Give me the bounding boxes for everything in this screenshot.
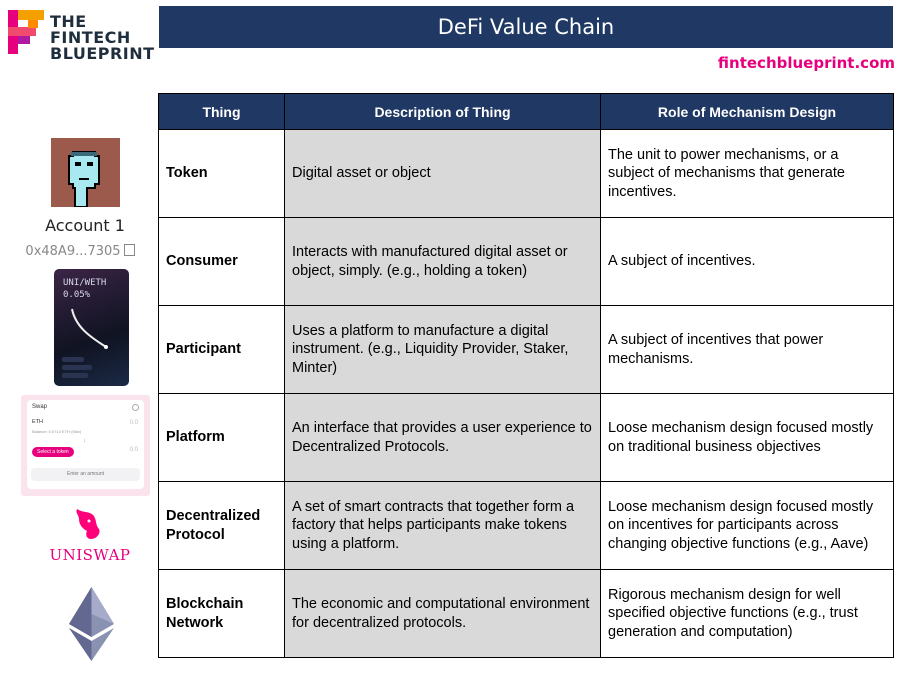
nft-fee: 0.05% (63, 290, 91, 300)
row-description: A set of smart contracts that together f… (284, 481, 601, 570)
enter-amount-button[interactable]: Enter an amount (31, 468, 140, 481)
table-row: Decentralized Protocol A set of smart co… (158, 481, 894, 570)
table-row: Participant Uses a platform to manufactu… (158, 305, 894, 394)
row-thing: Blockchain Network (158, 569, 285, 658)
header-description: Description of Thing (284, 93, 601, 130)
table-row: Consumer Interacts with manufactured dig… (158, 217, 894, 306)
row-description: The economic and computational environme… (284, 569, 601, 658)
swap-widget: Swap ETH 0.0 Balance: 0.0714 ETH (Max) ↓… (21, 395, 150, 496)
row-role: A subject of incentives. (600, 217, 894, 306)
swap-arrow-icon[interactable]: ↓ (83, 438, 86, 444)
account-name: Account 1 (45, 216, 125, 235)
swap-balance: Balance: 0.0714 ETH (Max) (32, 429, 82, 434)
table-row: Platform An interface that provides a us… (158, 393, 894, 482)
header-role: Role of Mechanism Design (600, 93, 894, 130)
swap-title: Swap (32, 404, 48, 410)
row-thing: Token (158, 129, 285, 218)
nft-curve-icon (62, 308, 108, 378)
table-row: Blockchain Network The economic and comp… (158, 569, 894, 658)
wallet-address-text: 0x48A9...7305 (25, 244, 121, 259)
row-role: A subject of incentives that power mecha… (600, 305, 894, 394)
row-thing: Consumer (158, 217, 285, 306)
swap-amount-to[interactable]: 0.0 (129, 447, 138, 453)
logo-line-2: BLUEPRINT (50, 44, 155, 63)
row-role: The unit to power mechanisms, or a subje… (600, 129, 894, 218)
header-thing: Thing (158, 93, 285, 130)
table-row: Token Digital asset or object The unit t… (158, 129, 894, 218)
row-description: Interacts with manufactured digital asse… (284, 217, 601, 306)
table-header-row: Thing Description of Thing Role of Mecha… (158, 93, 894, 130)
account-avatar (51, 138, 120, 208)
defi-value-chain-table: Thing Description of Thing Role of Mecha… (158, 93, 894, 658)
lp-position-nft: UNI/WETH 0.05% (54, 269, 129, 386)
wallet-address[interactable]: 0x48A9...7305 (20, 244, 140, 259)
logo-line-1: THE FINTECH (50, 12, 131, 47)
fintech-blueprint-logo: THE FINTECH BLUEPRINT (8, 8, 154, 62)
ethereum-icon (69, 587, 114, 661)
row-thing: Platform (158, 393, 285, 482)
settings-gear-icon[interactable] (132, 404, 139, 411)
select-token-button[interactable]: Select a token (32, 447, 74, 457)
row-thing: Participant (158, 305, 285, 394)
row-role: Loose mechanism design focused mostly on… (600, 481, 894, 570)
cryptopunk-avatar-icon (51, 138, 120, 208)
row-role: Rigorous mechanism design for well speci… (600, 569, 894, 658)
copy-icon[interactable] (123, 244, 135, 256)
row-thing: Decentralized Protocol (158, 481, 285, 570)
page-title: DeFi Value Chain (159, 6, 893, 48)
row-role: Loose mechanism design focused mostly on… (600, 393, 894, 482)
uniswap-wordmark: UNISWAP (49, 546, 131, 564)
row-description: Digital asset or object (284, 129, 601, 218)
uniswap-unicorn-icon (76, 509, 100, 539)
swap-amount-from[interactable]: 0.0 (129, 420, 138, 426)
row-description: An interface that provides a user experi… (284, 393, 601, 482)
row-description: Uses a platform to manufacture a digital… (284, 305, 601, 394)
swap-token-eth[interactable]: ETH (32, 419, 43, 425)
fb-logo-icon (8, 10, 44, 54)
site-url: fintechblueprint.com (717, 54, 895, 72)
nft-pair: UNI/WETH (63, 278, 107, 288)
